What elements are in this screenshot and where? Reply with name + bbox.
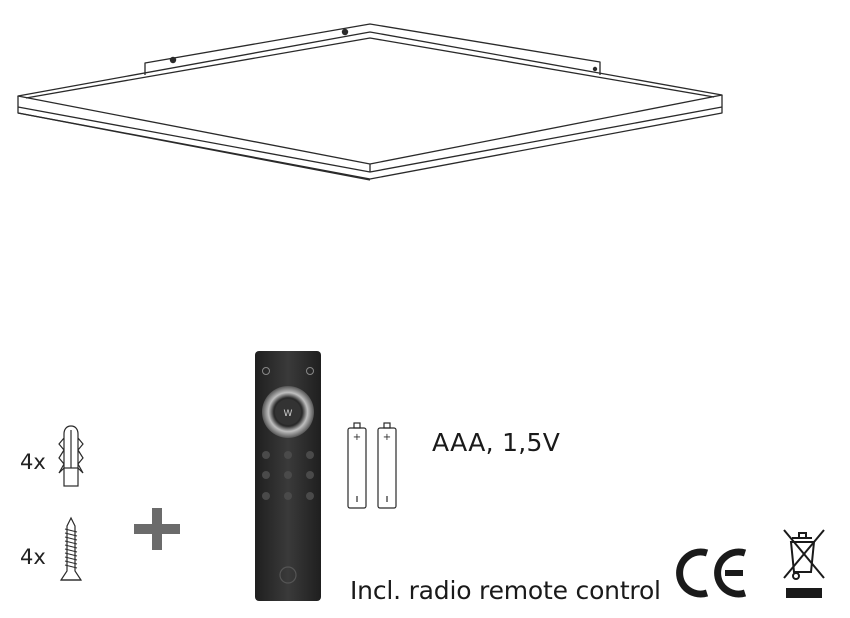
dowel-quantity: 4x — [20, 450, 46, 474]
svg-text:+: + — [383, 432, 391, 443]
weee-bin-icon — [783, 529, 825, 598]
battery-spec: AAA, 1,5V — [432, 428, 561, 457]
plus-icon — [134, 508, 180, 550]
svg-text:W: W — [284, 409, 293, 419]
remote-control-icon: W — [255, 351, 321, 601]
screw-quantity: 4x — [20, 545, 46, 569]
ceiling-panel-icon — [17, 23, 723, 181]
wall-plug-icon — [58, 425, 84, 487]
battery-icon: + + — [347, 422, 397, 509]
screw-icon — [59, 516, 83, 581]
svg-text:+: + — [353, 432, 361, 443]
ce-mark-icon — [676, 548, 747, 598]
remote-caption: Incl. radio remote control — [350, 576, 661, 605]
